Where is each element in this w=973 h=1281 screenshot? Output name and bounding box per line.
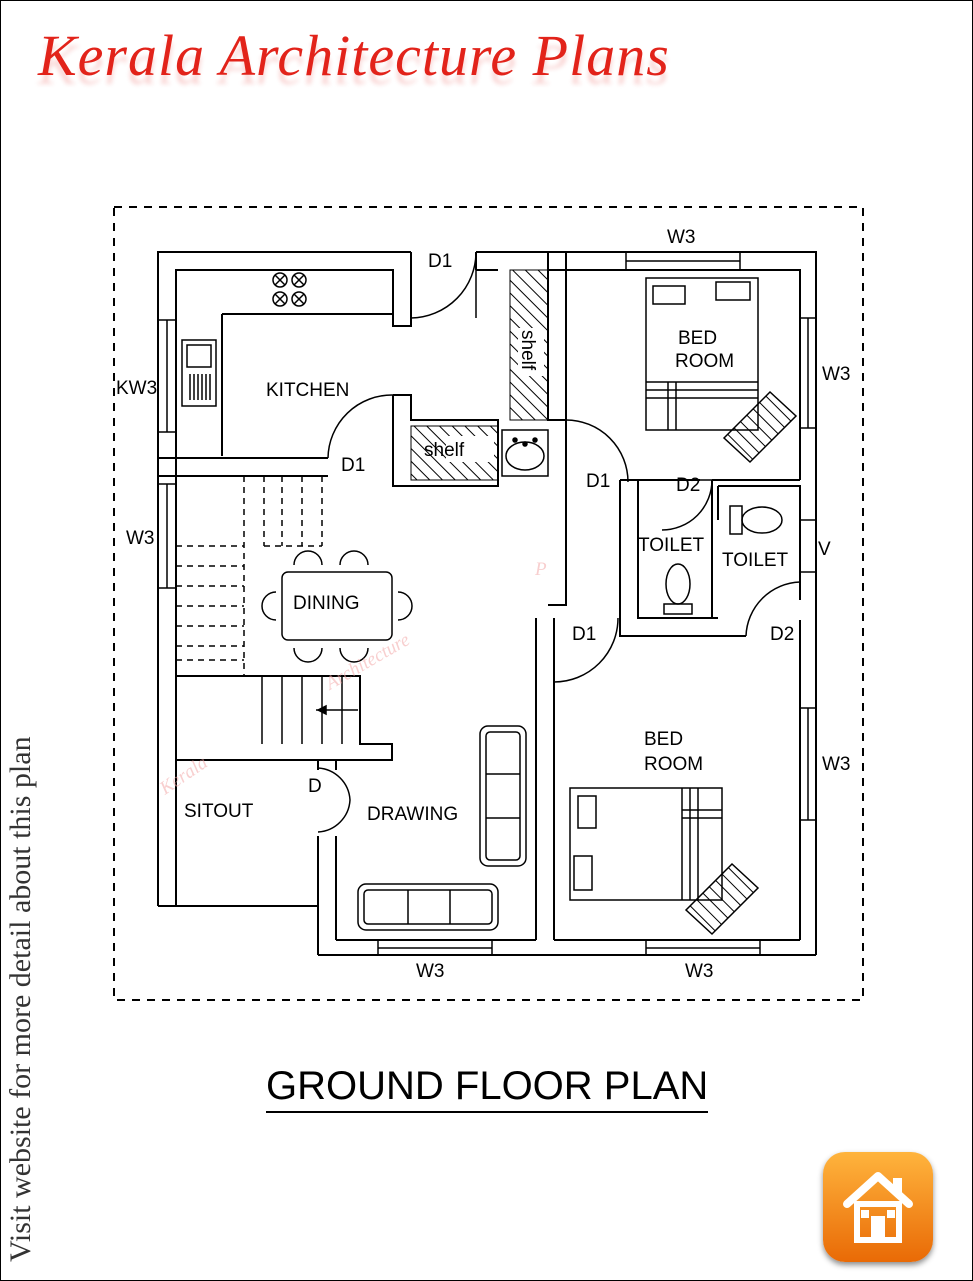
bed-bottom [569,787,723,901]
label-d2-top: D2 [676,475,700,496]
label-v: V [818,539,831,560]
watermark-letter: P [534,559,547,580]
plan-title: GROUND FLOOR PLAN [266,1064,709,1113]
label-kitchen: KITCHEN [266,380,349,401]
home-icon [843,1172,913,1243]
label-toilet-left: TOILET [638,535,705,556]
bed-top [645,277,759,431]
label-d-main: D [308,776,322,797]
label-w3-left: W3 [126,528,155,549]
rug-top [722,390,798,464]
label-sitout: SITOUT [184,801,254,822]
rug-bottom [684,862,760,936]
home-button[interactable] [823,1152,933,1262]
doors [317,251,801,833]
label-bedroom-top-1: BED [678,328,717,349]
side-note: Visit website for more detail about this… [4,736,37,1262]
label-d2-right: D2 [770,624,794,645]
kitchen-sink [181,339,217,407]
stair-treads [261,676,358,744]
toilet-fixture-left [663,563,693,615]
label-shelf-horizontal: shelf [424,440,465,461]
wash-basin [501,429,549,477]
label-w3-bottom-left: W3 [416,961,445,982]
staircase [176,476,323,676]
label-kw3: KW3 [116,378,157,399]
label-w3-right-bottom: W3 [822,754,851,775]
windows [157,251,817,956]
dining-table [261,550,413,663]
label-bedroom-top-2: ROOM [675,351,734,372]
stove [272,272,307,307]
label-bedroom-bottom-2: ROOM [644,754,703,775]
label-bedroom-bottom-1: BED [644,729,683,750]
plot-boundary [113,206,864,1001]
label-toilet-right: TOILET [722,550,789,571]
sofa-vertical [479,725,527,867]
label-w3-right-top: W3 [822,364,851,385]
brand-logo: Kerala Architecture Plans [38,23,670,88]
label-dining: DINING [293,593,360,614]
label-d1-top: D1 [428,251,452,272]
toilet-fixture-right [729,505,783,535]
label-drawing: DRAWING [367,804,458,825]
label-d1-toilet: D1 [586,471,610,492]
label-w3-bottom-right: W3 [685,961,714,982]
label-d1-kitchen: D1 [341,455,365,476]
label-shelf-vertical: shelf [517,330,538,371]
label-d1-bedroom: D1 [572,624,596,645]
label-w3-top: W3 [667,227,696,248]
sofa-horizontal [357,883,499,931]
